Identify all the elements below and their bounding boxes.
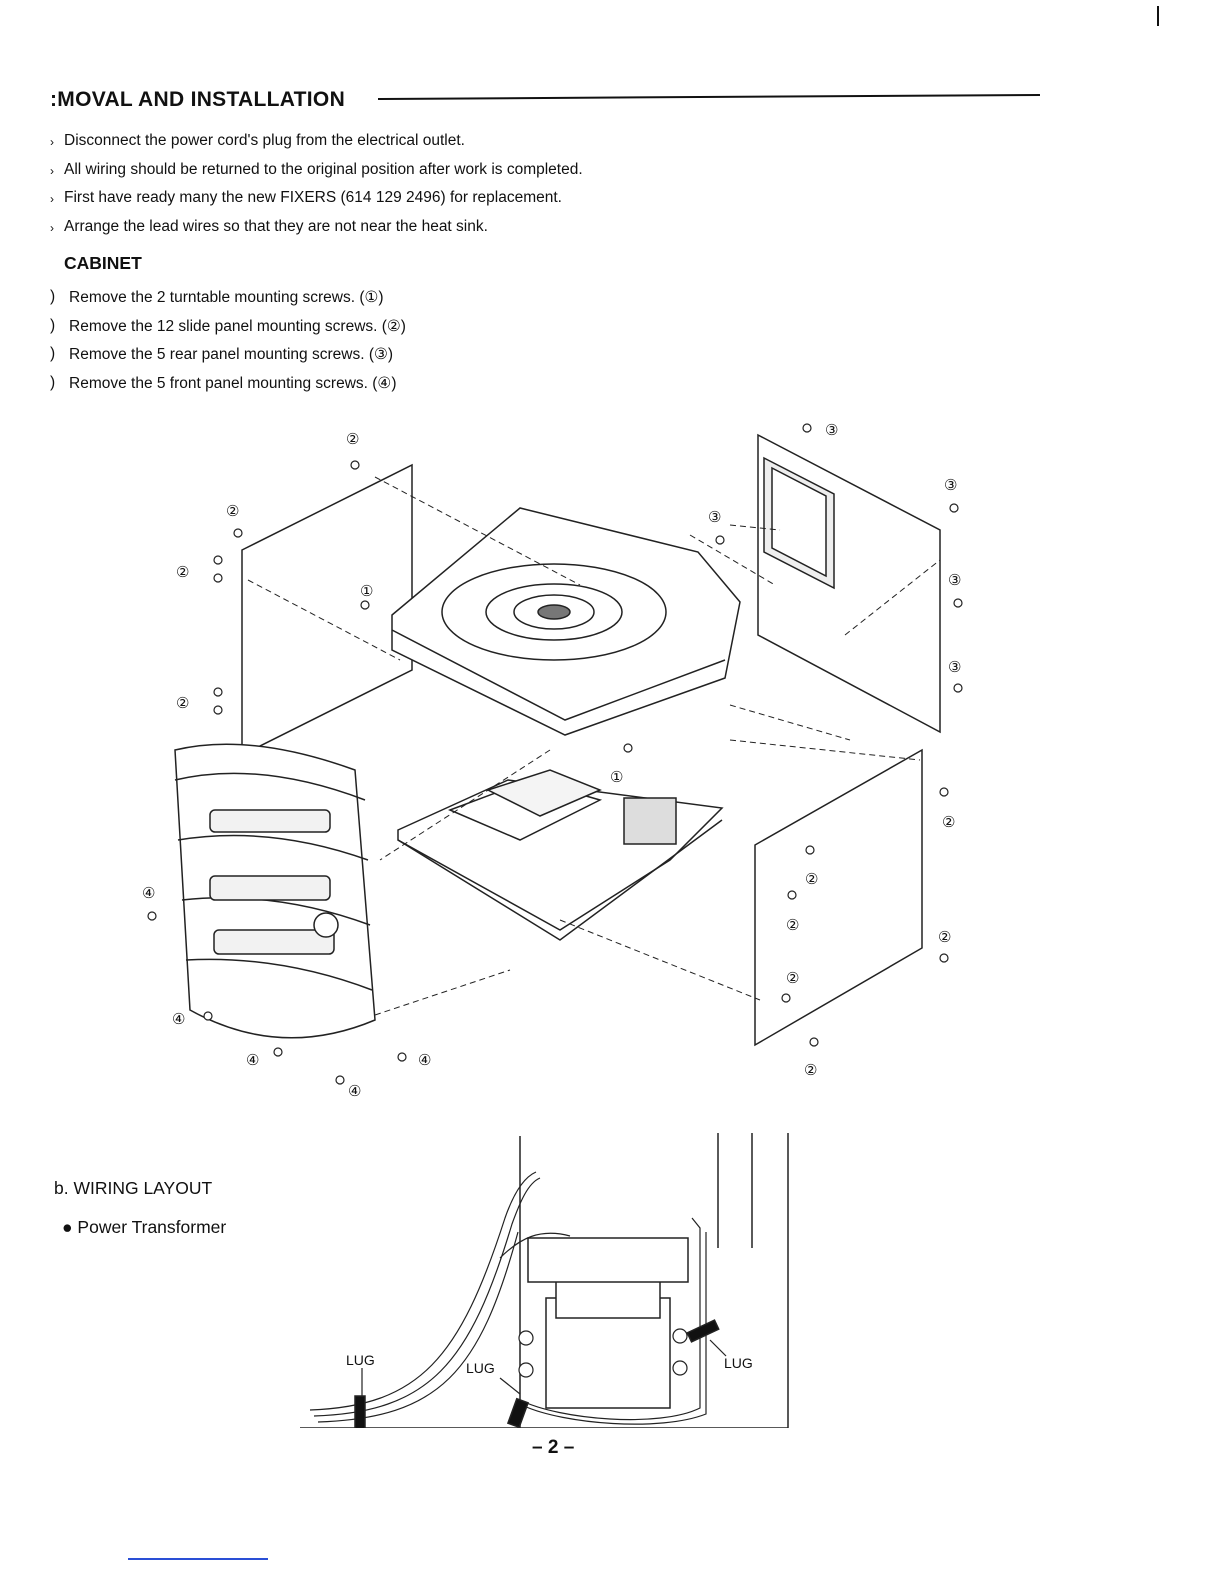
precaution-text: Disconnect the power cord's plug from th…	[64, 132, 465, 149]
exploded-view-diagram: ② ② ② ② ① ① ③ ③ ③ ③ ③ ② ② ② ② ② ② ④ ④ ④ …	[142, 422, 963, 1100]
callout-3: ③	[948, 572, 961, 589]
step-text: Remove the 12 slide panel mounting screw…	[69, 317, 406, 335]
bottom-underline	[128, 1558, 268, 1560]
callout-1: ①	[610, 769, 623, 786]
list-item: ›All wiring should be returned to the or…	[50, 161, 583, 190]
callout-4: ④	[142, 885, 155, 902]
cabinet-heading: CABINET	[64, 253, 142, 273]
callout-2: ②	[346, 431, 359, 448]
callout-4: ④	[172, 1011, 185, 1028]
step-text: Remove the 5 front panel mounting screws…	[69, 374, 397, 392]
callout-2: ②	[786, 917, 799, 934]
wiring-subheading: ● Power Transformer	[62, 1217, 227, 1237]
callout-3: ③	[708, 509, 721, 526]
list-item: ›Arrange the lead wires so that they are…	[50, 218, 583, 247]
right-side-panel	[754, 748, 923, 1047]
step-text: Remove the 5 rear panel mounting screws.…	[69, 346, 394, 363]
callout-3: ③	[825, 422, 838, 439]
callout-2: ②	[176, 695, 189, 712]
callout-3: ③	[948, 659, 961, 676]
wiring-heading: b. WIRING LAYOUT	[54, 1178, 213, 1198]
callout-1: ①	[360, 583, 373, 600]
precaution-text: All wiring should be returned to the ori…	[64, 160, 583, 178]
page-title: :MOVAL AND INSTALLATION	[50, 88, 346, 111]
callout-2: ②	[938, 929, 951, 946]
precaution-text: Arrange the lead wires so that they are …	[64, 217, 488, 235]
callout-4: ④	[348, 1083, 361, 1100]
callout-4: ④	[418, 1052, 431, 1069]
lug-label: LUG	[346, 1352, 375, 1368]
wiring-layout-diagram: LUG LUG LUG	[300, 1133, 789, 1428]
callout-2: ②	[786, 970, 799, 987]
list-item: ›Disconnect the power cord's plug from t…	[50, 132, 583, 161]
margin-mark	[1157, 6, 1159, 26]
list-item: )Remove the 5 rear panel mounting screws…	[50, 345, 406, 374]
callout-4: ④	[246, 1052, 259, 1069]
cabinet-steps: )Remove the 2 turntable mounting screws.…	[50, 288, 406, 402]
callout-2: ②	[805, 871, 818, 888]
precaution-text: First have ready many the new FIXERS (61…	[64, 189, 562, 206]
precaution-list: ›Disconnect the power cord's plug from t…	[50, 132, 583, 246]
list-item: )Remove the 2 turntable mounting screws.…	[50, 288, 406, 317]
callout-2: ②	[942, 814, 955, 831]
list-item: )Remove the 12 slide panel mounting scre…	[50, 317, 406, 346]
callout-3: ③	[944, 477, 957, 494]
list-item: )Remove the 5 front panel mounting screw…	[50, 374, 406, 403]
callout-2: ②	[226, 503, 239, 520]
step-text: Remove the 2 turntable mounting screws. …	[69, 289, 384, 306]
lug-label: LUG	[724, 1355, 753, 1371]
left-side-panel	[241, 463, 413, 757]
transformer	[623, 797, 677, 845]
list-item: ›First have ready many the new FIXERS (6…	[50, 189, 583, 218]
callout-2: ②	[804, 1062, 817, 1079]
page-number: – 2 –	[532, 1437, 575, 1458]
callout-2: ②	[176, 564, 189, 581]
title-rule	[377, 93, 1040, 100]
lug-label: LUG	[466, 1360, 495, 1376]
